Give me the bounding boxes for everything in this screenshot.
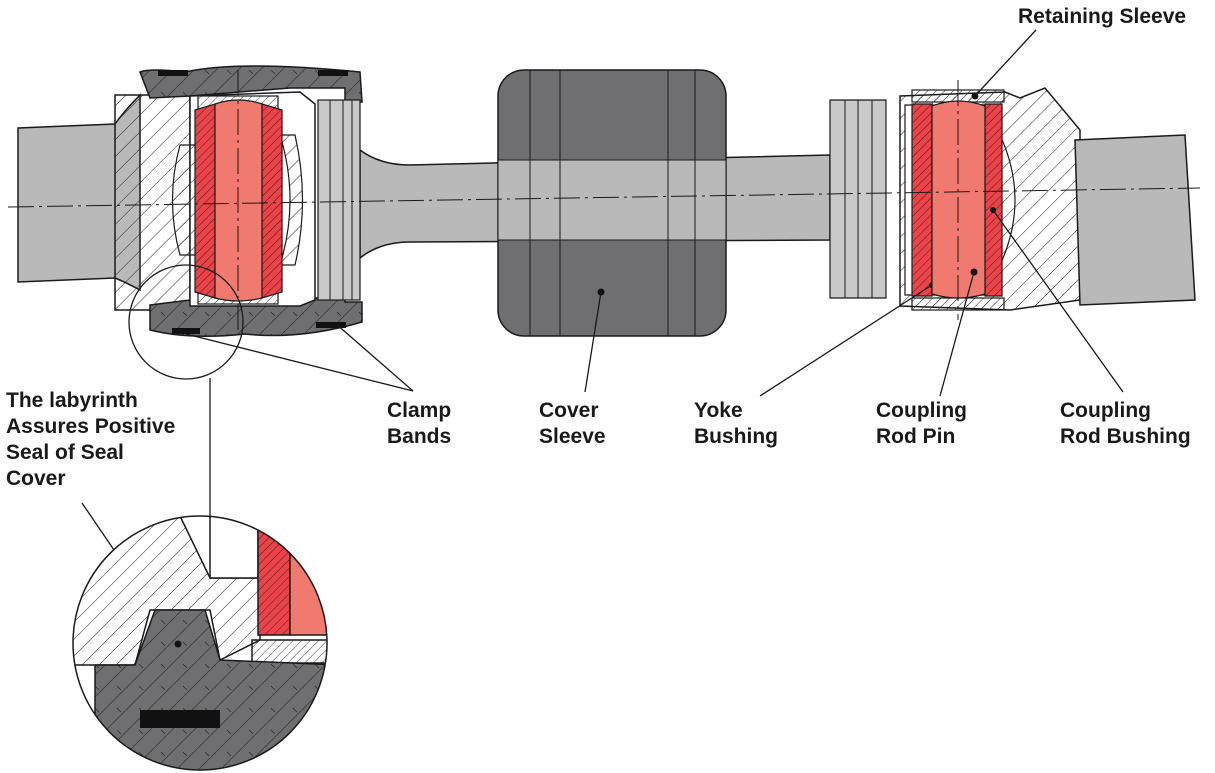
clamp-bands-label: Clamp Bands [387, 398, 451, 450]
coupling-rod-bushing-label: Coupling Rod Bushing [1060, 398, 1191, 450]
retaining-sleeve-label: Retaining Sleeve [1018, 5, 1187, 28]
left-yoke-shaft [17, 93, 191, 311]
yoke-bushing-label-line-2: Bushing [694, 425, 778, 448]
yoke-bushing-label-line-1: Yoke [694, 399, 743, 422]
labyrinth-label-line-1: The labyrinth [6, 389, 138, 412]
cover-sleeve [497, 69, 727, 337]
labyrinth-label: The labyrinth Assures Positive Seal of S… [6, 388, 175, 492]
retaining-sleeve [911, 89, 1005, 311]
coupling-rod-bushing-label-line-1: Coupling [1060, 399, 1151, 422]
left-coupling-rod-bushing [194, 95, 283, 305]
detail-indicator-circle [128, 264, 244, 380]
cover-sleeve-label-line-1: Cover [539, 399, 599, 422]
right-coupling-rod-bushing [911, 103, 1003, 297]
labyrinth-label-line-2: Assures Positive [6, 415, 176, 438]
coupling-rod-bushing-label-line-2: Rod Bushing [1060, 425, 1191, 448]
cover-sleeve-label: Cover Sleeve [539, 398, 606, 450]
coupling-rod-pin-label: Coupling Rod Pin [876, 398, 967, 450]
yoke-bushing-label: Yoke Bushing [694, 398, 778, 450]
coupling-rod-pin-label-line-1: Coupling [876, 399, 967, 422]
clamp-bands-label-line-1: Clamp [387, 399, 452, 422]
labyrinth-label-line-3: Seal of Seal [6, 441, 124, 464]
cover-sleeve-label-line-2: Sleeve [539, 425, 606, 448]
centerlines [7, 70, 1201, 330]
coupling-rod-pin-label-line-2: Rod Pin [876, 425, 956, 448]
clamp-bands-label-line-2: Bands [387, 425, 452, 448]
left-seal-cover [139, 65, 363, 337]
right-coupling-collar [829, 99, 887, 299]
right-end-shaft [1074, 134, 1196, 306]
labyrinth-label-line-4: Cover [6, 467, 66, 490]
labyrinth-detail-view [72, 515, 328, 771]
